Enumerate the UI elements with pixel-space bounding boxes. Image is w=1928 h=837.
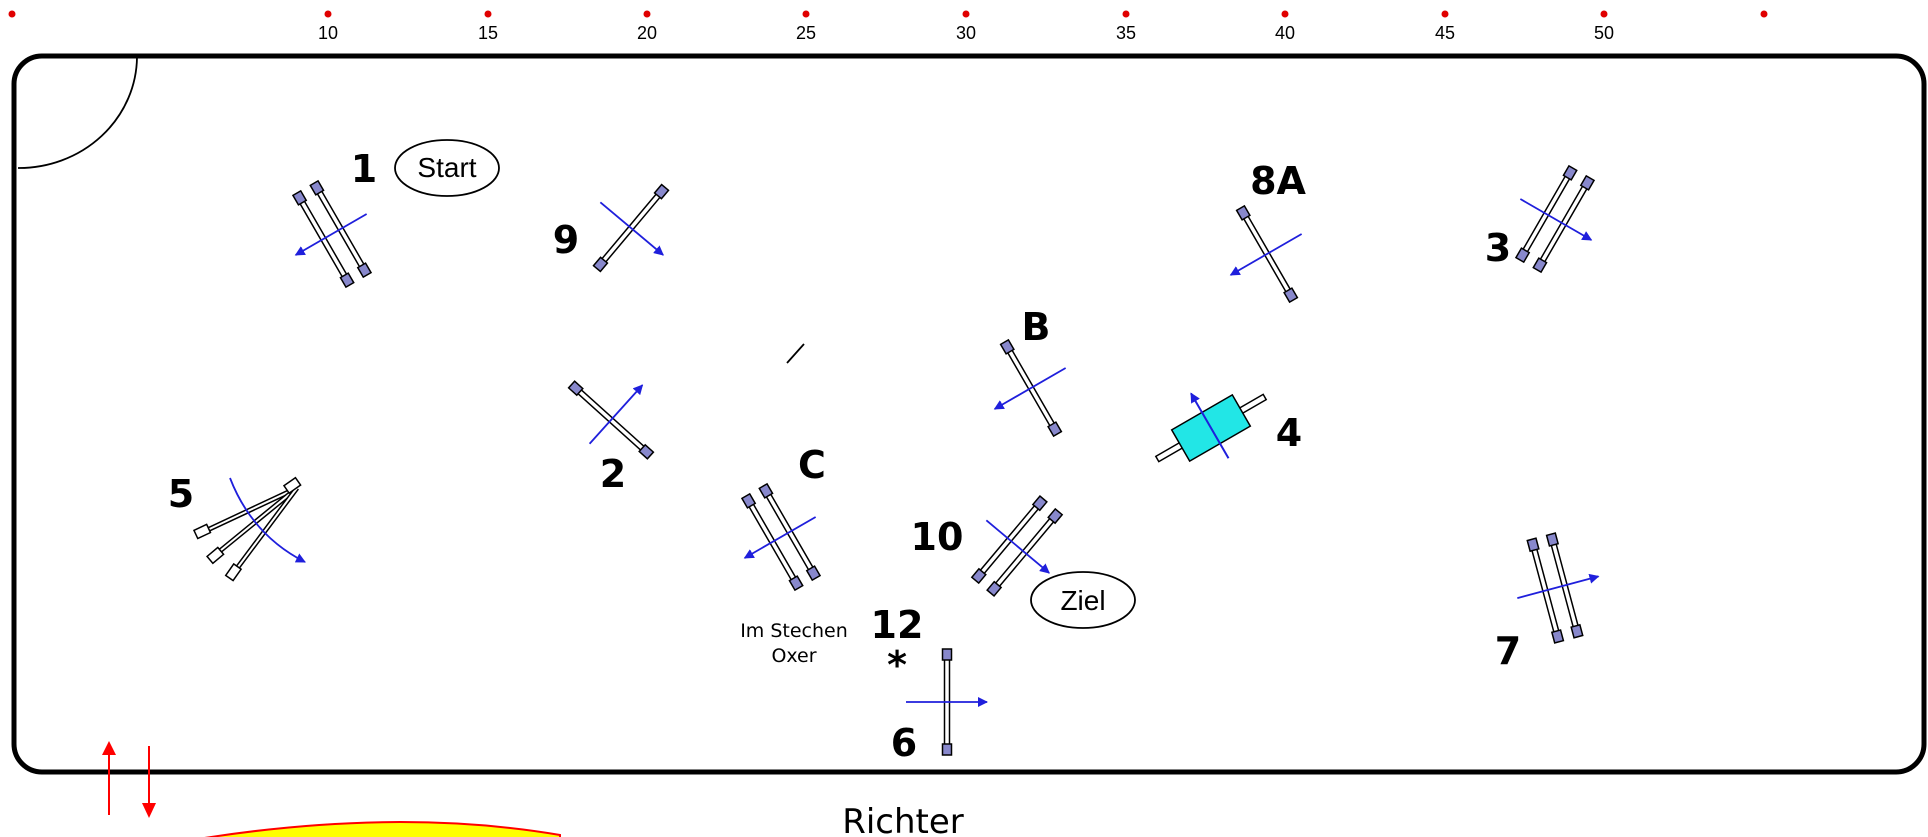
obstacle-1: 1 <box>292 147 377 288</box>
obstacle-5: 5 <box>168 472 306 582</box>
ruler-tick: 10 <box>318 10 338 43</box>
spectator-stand <box>204 821 561 837</box>
svg-text:3: 3 <box>1485 226 1511 270</box>
svg-text:10: 10 <box>318 23 338 43</box>
obstacle-6: 6 <box>891 648 988 765</box>
svg-text:7: 7 <box>1495 629 1521 673</box>
ruler: 10 15 20 25 30 35 40 45 <box>8 10 1768 43</box>
svg-text:40: 40 <box>1275 23 1295 43</box>
svg-text:4: 4 <box>1276 411 1302 455</box>
judge-label: Richter <box>842 802 964 837</box>
ruler-tick: 25 <box>796 10 816 43</box>
obstacle-4: 4 <box>1154 392 1302 463</box>
svg-text:9: 9 <box>553 218 579 262</box>
svg-text:45: 45 <box>1435 23 1455 43</box>
obstacle-c: C <box>741 443 826 591</box>
svg-text:5: 5 <box>168 472 194 516</box>
svg-text:2: 2 <box>600 452 626 496</box>
arena-border <box>11 53 1927 775</box>
asterisk-marker: * <box>887 643 907 687</box>
finish-marker: Ziel <box>1030 571 1136 629</box>
jumpoff-note-line1: Im Stechen <box>740 620 848 642</box>
obstacle-10: 10 <box>911 495 1063 597</box>
course-mark <box>786 343 805 364</box>
ruler-tick: 45 <box>1435 10 1455 43</box>
obstacle-b: B <box>993 305 1067 437</box>
svg-text:Ziel: Ziel <box>1060 585 1105 616</box>
ruler-tick: 40 <box>1275 10 1295 43</box>
start-marker: Start <box>394 139 500 197</box>
svg-text:1: 1 <box>351 147 377 191</box>
obstacle-2: 2 <box>567 380 655 496</box>
ruler-tick: 35 <box>1116 10 1136 43</box>
ruler-tick: 15 <box>478 10 498 43</box>
obstacle-3: 3 <box>1485 165 1595 273</box>
svg-text:15: 15 <box>478 23 498 43</box>
obstacle-8a: 8A <box>1229 159 1307 303</box>
ruler-tick: 30 <box>956 10 976 43</box>
svg-text:C: C <box>798 443 826 487</box>
svg-text:20: 20 <box>637 23 657 43</box>
svg-text:35: 35 <box>1116 23 1136 43</box>
ruler-dot <box>8 10 16 18</box>
svg-text:10: 10 <box>911 515 964 559</box>
jumpoff-note-line2: Oxer <box>771 645 816 667</box>
ruler-dot <box>1760 10 1768 18</box>
svg-text:B: B <box>1022 305 1051 349</box>
svg-text:30: 30 <box>956 23 976 43</box>
obstacle-9: 9 <box>553 183 670 273</box>
ruler-tick: 20 <box>637 10 657 43</box>
svg-text:6: 6 <box>891 721 917 765</box>
obstacle-7: 7 <box>1495 532 1600 673</box>
svg-text:Start: Start <box>417 152 476 183</box>
ruler-tick: 50 <box>1594 10 1614 43</box>
svg-text:25: 25 <box>796 23 816 43</box>
obstacle-12-label: 12 <box>871 603 924 647</box>
svg-text:50: 50 <box>1594 23 1614 43</box>
entry-arrows <box>102 741 156 818</box>
entrance-arc <box>17 56 138 169</box>
svg-text:8A: 8A <box>1250 159 1306 203</box>
